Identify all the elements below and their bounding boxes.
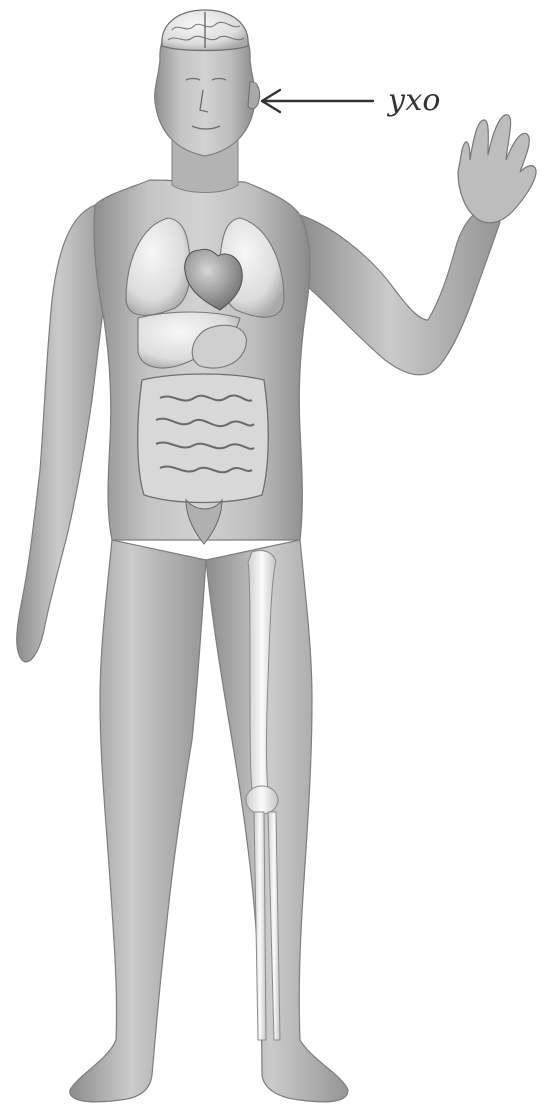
left-arm xyxy=(17,205,110,662)
raised-hand xyxy=(458,115,536,223)
ear-label-text: ухо xyxy=(386,83,440,118)
arrow-left-icon xyxy=(262,90,373,112)
intestines-icon xyxy=(138,374,269,503)
ear xyxy=(248,82,260,109)
brain-icon xyxy=(162,10,248,51)
left-leg xyxy=(70,540,206,1102)
ear-label: ухо xyxy=(262,83,440,118)
right-arm xyxy=(300,210,500,375)
